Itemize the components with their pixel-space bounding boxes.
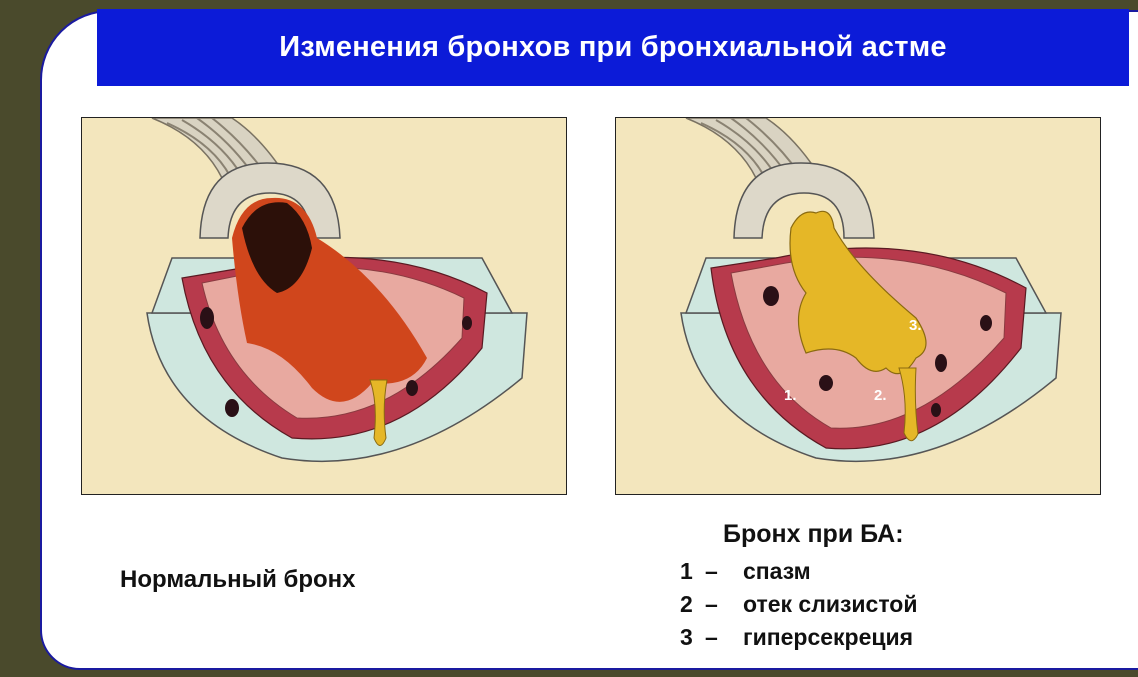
normal-bronchus-caption: Нормальный бронх bbox=[120, 566, 356, 594]
legend-number: 3 bbox=[680, 621, 705, 654]
marker-2: 2. bbox=[874, 387, 887, 404]
legend-dash: – bbox=[705, 588, 743, 621]
legend-dash: – bbox=[705, 621, 743, 654]
legend-number: 2 bbox=[680, 588, 705, 621]
legend-text: спазм bbox=[743, 555, 811, 588]
asthma-bronchus-drawing: 1. 2. 3. bbox=[616, 118, 1100, 494]
legend-text: отек слизистой bbox=[743, 588, 918, 621]
normal-bronchus-drawing bbox=[82, 118, 566, 494]
asthma-legend: 1 – спазм 2 – отек слизистой 3 – гиперсе… bbox=[680, 555, 918, 654]
legend-dash: – bbox=[705, 555, 743, 588]
asthma-bronchus-caption: Бронх при БА: bbox=[723, 520, 904, 549]
legend-item-hypersecretion: 3 – гиперсекреция bbox=[680, 621, 918, 654]
asthma-bronchus-illustration: 1. 2. 3. bbox=[615, 117, 1101, 495]
legend-item-spasm: 1 – спазм bbox=[680, 555, 918, 588]
legend-text: гиперсекреция bbox=[743, 621, 913, 654]
marker-3: 3. bbox=[909, 317, 922, 334]
normal-bronchus-illustration bbox=[81, 117, 567, 495]
legend-item-edema: 2 – отек слизистой bbox=[680, 588, 918, 621]
marker-1: 1. bbox=[784, 387, 797, 404]
slide-title: Изменения бронхов при бронхиальной астме bbox=[279, 31, 946, 64]
legend-number: 1 bbox=[680, 555, 705, 588]
title-bar: Изменения бронхов при бронхиальной астме bbox=[97, 9, 1129, 86]
